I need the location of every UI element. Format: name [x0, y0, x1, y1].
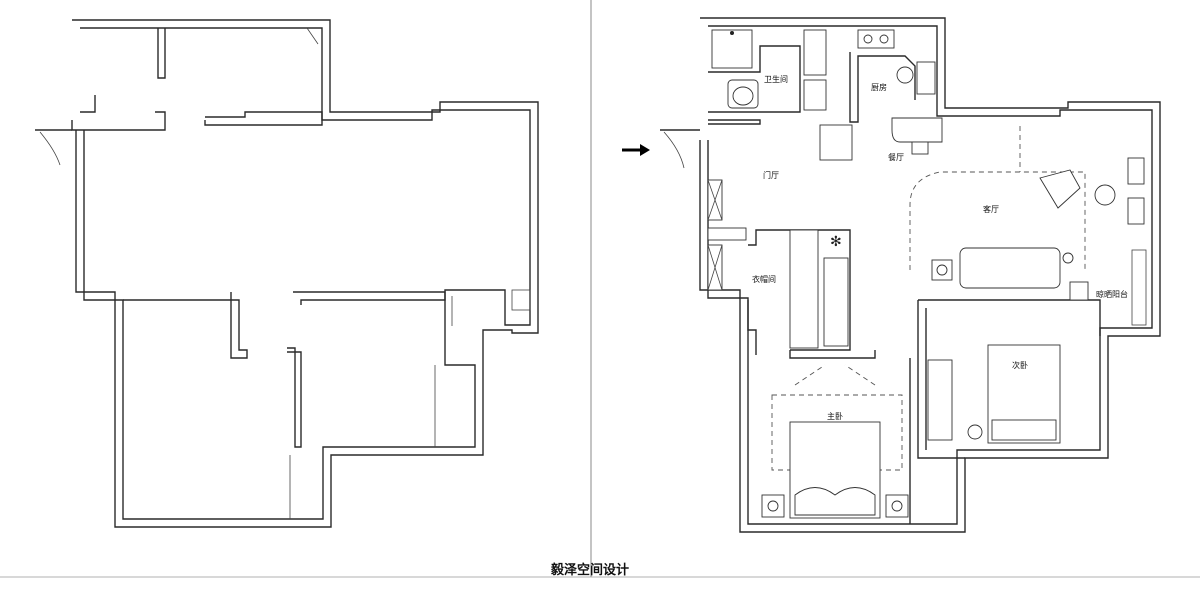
outer-wall: [72, 19, 539, 528]
caption: 毅泽空间设计: [550, 562, 629, 578]
room-label-living: 客厅: [983, 204, 999, 214]
partition-top-left: [157, 28, 166, 79]
partition-top-bottom-a: [71, 111, 166, 131]
redesigned-floor-plan: 卫生间 厨房 餐厅: [622, 17, 1161, 533]
bar-stool: [911, 141, 929, 155]
laundry-unit: [819, 124, 853, 161]
light-track: [844, 364, 876, 386]
foyer: 门厅: [660, 119, 853, 291]
outer-wall-inner: [80, 27, 531, 520]
wardrobe-left: [789, 229, 819, 349]
pillows: [991, 419, 1057, 441]
room-label-bathroom: 卫生间: [764, 74, 788, 84]
dining-counter: [891, 117, 943, 143]
lamp-icon: [891, 500, 903, 512]
partition-middle-right: [293, 291, 446, 305]
entry-door-arc: [663, 131, 685, 169]
ceiling-outline: [909, 171, 1086, 270]
outer-wall: [699, 17, 1161, 533]
wardrobe: [927, 359, 953, 441]
partition-top-bottom-b: [204, 111, 323, 126]
ceiling-fan-icon: ✻: [830, 234, 842, 250]
master-bedroom: 主卧: [747, 300, 911, 524]
toilet-bowl: [732, 86, 754, 106]
room-label-drying-balcony: 晾晒阳台: [1096, 289, 1128, 299]
wardrobe-right: [823, 257, 849, 347]
door-swing-top: [306, 27, 319, 45]
light-track: [794, 364, 826, 386]
entry-door-arc: [39, 131, 61, 166]
partition-bottom-room: [287, 347, 302, 448]
washing-machine: [803, 29, 827, 76]
burner-icon: [863, 34, 873, 44]
kitchen: 厨房: [849, 29, 936, 123]
room-label-foyer: 门厅: [763, 170, 779, 180]
walkin-closet: ✻ 衣帽间: [748, 229, 851, 351]
cabinet: [1127, 157, 1145, 185]
shower-stall: [711, 29, 753, 69]
room-label-second-bedroom: 次卧: [1012, 360, 1028, 370]
bathroom: 卫生间: [708, 29, 827, 113]
original-floor-plan: [35, 19, 539, 528]
pillows: [794, 487, 876, 516]
vanity: [803, 79, 827, 111]
lamp-icon: [1062, 252, 1074, 264]
room-label-kitchen: 厨房: [871, 82, 887, 92]
nightstand-lamp-icon: [967, 424, 983, 440]
gas-stove: [857, 29, 895, 49]
room-label-walkin-closet: 衣帽间: [752, 274, 776, 284]
partition-top-stub: [80, 95, 96, 113]
room-label-master-bedroom: 主卧: [827, 411, 843, 421]
sofa: [959, 247, 1061, 289]
drying-balcony: 晾晒阳台: [1060, 157, 1147, 336]
partition-middle-left: [123, 292, 248, 359]
armchair: [1039, 169, 1081, 209]
washer: [1069, 281, 1089, 301]
burner-icon: [879, 34, 889, 44]
bench: [707, 227, 747, 241]
side-table: [1094, 184, 1116, 206]
kitchen-sink: [896, 66, 914, 84]
cabinet-cross: [707, 179, 723, 221]
second-bedroom: 次卧: [917, 299, 1061, 459]
cabinet-cross: [707, 244, 723, 291]
lamp-icon: [767, 500, 779, 512]
column: [511, 289, 531, 311]
lamp-icon: [936, 264, 948, 276]
dining-area: 餐厅: [888, 117, 943, 162]
shower-head-icon: [730, 31, 734, 35]
right-arrow-icon: [622, 144, 650, 156]
living-room: 客厅: [909, 126, 1116, 289]
fridge: [916, 61, 936, 95]
cabinet: [1127, 197, 1145, 225]
room-label-dining: 餐厅: [888, 153, 904, 162]
balcony-planter: [1131, 249, 1147, 326]
